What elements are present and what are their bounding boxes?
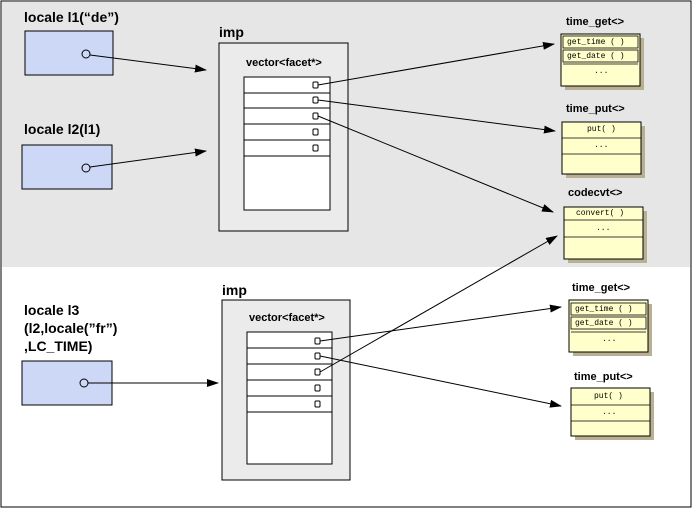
method-put: put( )	[587, 125, 616, 134]
facet-time-get-2	[568, 299, 652, 356]
arrow-l1-to-imp	[89, 54, 207, 73]
method-get-time: get_time ( )	[567, 38, 625, 47]
arrow-bottom-to-time-get	[319, 304, 562, 342]
facet-time-get-2-title: time_get<>	[572, 282, 631, 294]
arrow-l2-to-imp	[89, 148, 207, 168]
arrow-top-to-codecvt	[317, 115, 554, 213]
facet-time-put-1	[561, 121, 645, 178]
facet-codecvt-title: codecvt<>	[568, 187, 623, 199]
method-convert: convert( )	[576, 209, 625, 218]
pointer-arrows	[88, 41, 562, 408]
locale-l1-label: locale l1(“de”)	[24, 9, 119, 25]
locale-l1-box	[24, 30, 114, 76]
locale-l2-box	[21, 144, 113, 190]
arrow-top-to-time-get	[317, 41, 555, 86]
imp-top-label: imp	[219, 24, 244, 40]
locale-l3-label-line1: locale l3	[24, 302, 80, 318]
method-ellipsis: ...	[596, 224, 611, 233]
facet-codecvt	[563, 206, 647, 263]
vector-table-bottom	[246, 331, 333, 465]
vector-top-label: vector<facet*>	[246, 57, 322, 69]
arrow-bottom-to-codecvt	[319, 235, 558, 373]
locale-l3-label-line2: (l2,locale(”fr”)	[24, 320, 118, 336]
facet-time-put-2	[570, 387, 654, 440]
vector-table-top	[243, 76, 331, 211]
locale-l3-label-line3: ,LC_TIME)	[24, 338, 93, 354]
facet-time-put-2-title: time_put<>	[574, 371, 633, 383]
method-ellipsis: ...	[594, 67, 609, 76]
method-ellipsis: ...	[602, 335, 617, 344]
facet-time-put-1-title: time_put<>	[566, 103, 625, 115]
imp-bottom	[221, 299, 351, 481]
imp-top	[218, 42, 349, 232]
method-put: put( )	[594, 392, 623, 401]
method-ellipsis: ...	[594, 141, 609, 150]
method-ellipsis: ...	[602, 408, 617, 417]
locale-l2-label: locale l2(l1)	[24, 121, 101, 137]
method-get-date: get_date ( )	[575, 319, 633, 328]
arrow-top-to-time-put	[317, 99, 556, 134]
facet-time-get-1	[560, 33, 644, 90]
method-get-time: get_time ( )	[575, 305, 633, 314]
vector-bottom-label: vector<facet*>	[249, 312, 325, 324]
method-get-date: get_date ( )	[567, 52, 625, 61]
arrow-bottom-to-time-put	[319, 355, 562, 408]
facet-time-get-1-title: time_get<>	[566, 16, 625, 28]
imp-bottom-label: imp	[222, 282, 247, 298]
